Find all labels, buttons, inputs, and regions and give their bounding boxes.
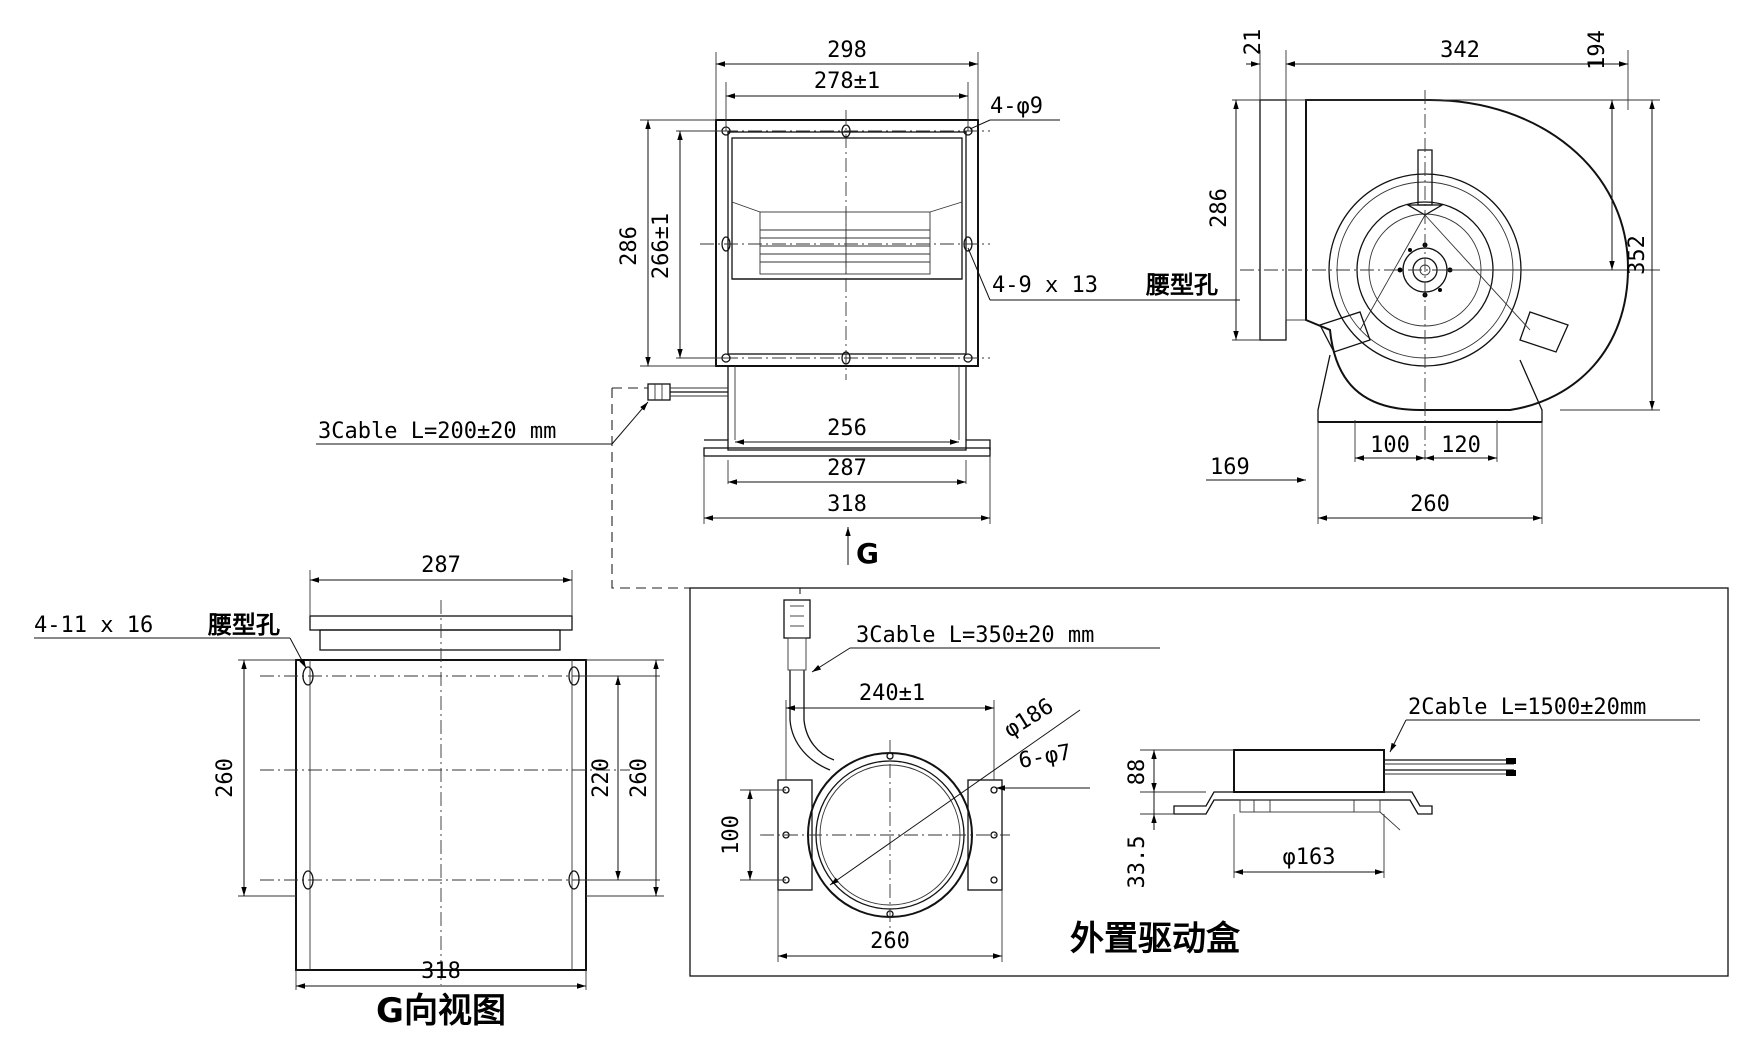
cable-route [611, 388, 801, 600]
tab-right [1519, 311, 1569, 353]
dim-driver-mount-width: 240±1 [859, 681, 925, 706]
dim-base-inner: 256 [827, 416, 867, 441]
label-cable-front: 3Cable L=200±20 mm [318, 419, 556, 444]
side-volute [1305, 99, 1630, 411]
label-holes-front: 4-φ9 [990, 94, 1043, 119]
driver-panel-frame [689, 587, 1729, 977]
driver-box-panel: 3Cable L=350±20 mm 240±1 φ186 6-φ7 100 2… [689, 587, 1729, 977]
dim-side-total-height: 352 [1625, 235, 1650, 275]
label-g-slots: 4-11 x 16 [34, 613, 153, 638]
label-slots-front: 4-9 x 13 [992, 273, 1098, 298]
dim-front-height-outer: 286 [617, 226, 642, 266]
dim-front-height-holes: 266±1 [649, 213, 674, 279]
side-stand [1317, 354, 1543, 423]
dim-side-base-height: 169 [1210, 455, 1250, 480]
dim-side-base-left: 100 [1370, 433, 1410, 458]
dim-driver-height-left: 100 [719, 815, 744, 855]
label-g-slots-name: 腰型孔 [207, 611, 280, 639]
dim-g-height-right: 260 [627, 758, 652, 798]
dim-g-width-bottom: 318 [421, 959, 461, 984]
front-flange-outer [715, 119, 979, 367]
dim-g-width-top: 287 [421, 553, 461, 578]
driver-side-view [1173, 749, 1516, 831]
g-view: 287 4-11 x 16 腰型孔 260 220 260 318 G向视图 [34, 553, 664, 1031]
dim-side-depth: 342 [1440, 38, 1480, 63]
impeller-front [731, 201, 963, 275]
dim-driver-side-diameter: φ163 [1283, 845, 1336, 870]
tab-left [1319, 311, 1371, 353]
driver-housing [1233, 749, 1385, 793]
dim-side-base-width: 260 [1410, 492, 1450, 517]
label-slots-front-name: 腰型孔 [1145, 271, 1218, 299]
dim-side-top-offset: 194 [1585, 30, 1610, 70]
dim-base-mid: 287 [827, 456, 867, 481]
front-flange-inner [727, 131, 967, 355]
dim-side-base-right: 120 [1441, 433, 1481, 458]
dim-base-outer: 318 [827, 492, 867, 517]
caption-g-view: G向视图 [376, 991, 506, 1031]
dim-side-height: 286 [1207, 188, 1232, 228]
dim-g-height-left: 260 [213, 758, 238, 798]
dim-driver-diameter: φ186 [1000, 694, 1058, 743]
label-driver-cable2: 2Cable L=1500±20mm [1408, 695, 1646, 720]
hole-br [963, 353, 973, 363]
dim-driver-side-flange: 33.5 [1125, 836, 1150, 889]
side-view: 21 342 194 286 352 100 120 169 260 [1206, 29, 1660, 524]
dim-g-height-inner: 220 [589, 758, 614, 798]
cable-connector-front [647, 383, 728, 401]
dim-side-flange: 21 [1241, 29, 1266, 56]
dim-driver-width-bottom: 260 [870, 929, 910, 954]
driver-ring-view [760, 599, 1010, 935]
label-view-g: G [856, 537, 879, 570]
dim-driver-side-height: 88 [1125, 759, 1150, 786]
front-outlet [731, 137, 963, 280]
label-driver-cable: 3Cable L=350±20 mm [856, 623, 1094, 648]
dim-front-width-outer: 298 [827, 38, 867, 63]
front-base-plate [703, 447, 991, 457]
dim-front-width-holes: 278±1 [814, 69, 880, 94]
label-driver-holes: 6-φ7 [1017, 740, 1074, 774]
front-view: 298 278±1 4-φ9 286 266±1 4-9 x 13 腰型孔 3C… [316, 38, 1240, 600]
caption-driver-box: 外置驱动盒 [1070, 919, 1241, 959]
side-flange [1259, 99, 1287, 341]
